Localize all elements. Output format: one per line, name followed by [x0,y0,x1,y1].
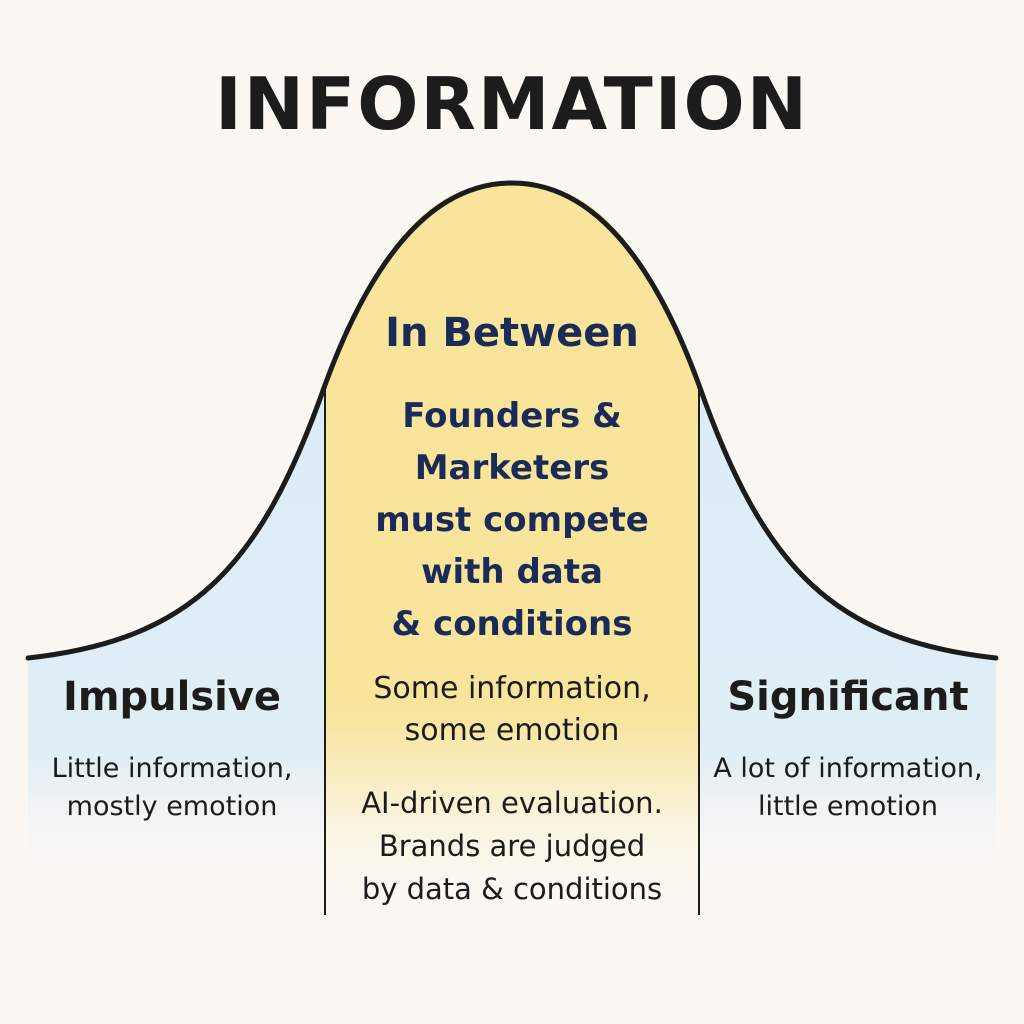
center-description-line: must compete [375,500,649,540]
right-description-line: little emotion [757,791,939,822]
center-description: Founders & Marketers must compete with d… [326,390,698,650]
center-heading: In Between [385,310,639,356]
center-note: AI-driven evaluation. Brands are judged … [326,782,698,911]
center-note-line: Brands are judged [378,829,646,863]
center-description-line: Marketers [414,448,610,488]
center-subtext-line: some emotion [404,713,620,748]
center-description-line: with data [421,552,603,592]
center-description-line: & conditions [391,604,633,644]
center-note-line: AI-driven evaluation. [361,786,663,820]
left-description-line: mostly emotion [66,791,278,822]
left-region-fill [28,385,325,900]
center-subtext: Some information, some emotion [326,668,698,752]
center-region-fill [325,183,699,915]
diagram-title: INFORMATION [214,62,810,146]
right-heading: Significant [727,674,969,720]
left-description: Little information, mostly emotion [22,750,322,826]
right-region-fill [699,385,996,900]
left-description-line: Little information, [51,753,293,784]
bell-curve-line [25,180,999,661]
center-note-line: by data & conditions [361,872,663,906]
right-description: A lot of information, little emotion [698,750,998,826]
right-description-line: A lot of information, [713,753,983,784]
center-description-line: Founders & [402,396,622,436]
left-heading: Impulsive [62,674,282,720]
center-subtext-line: Some information, [373,671,651,706]
